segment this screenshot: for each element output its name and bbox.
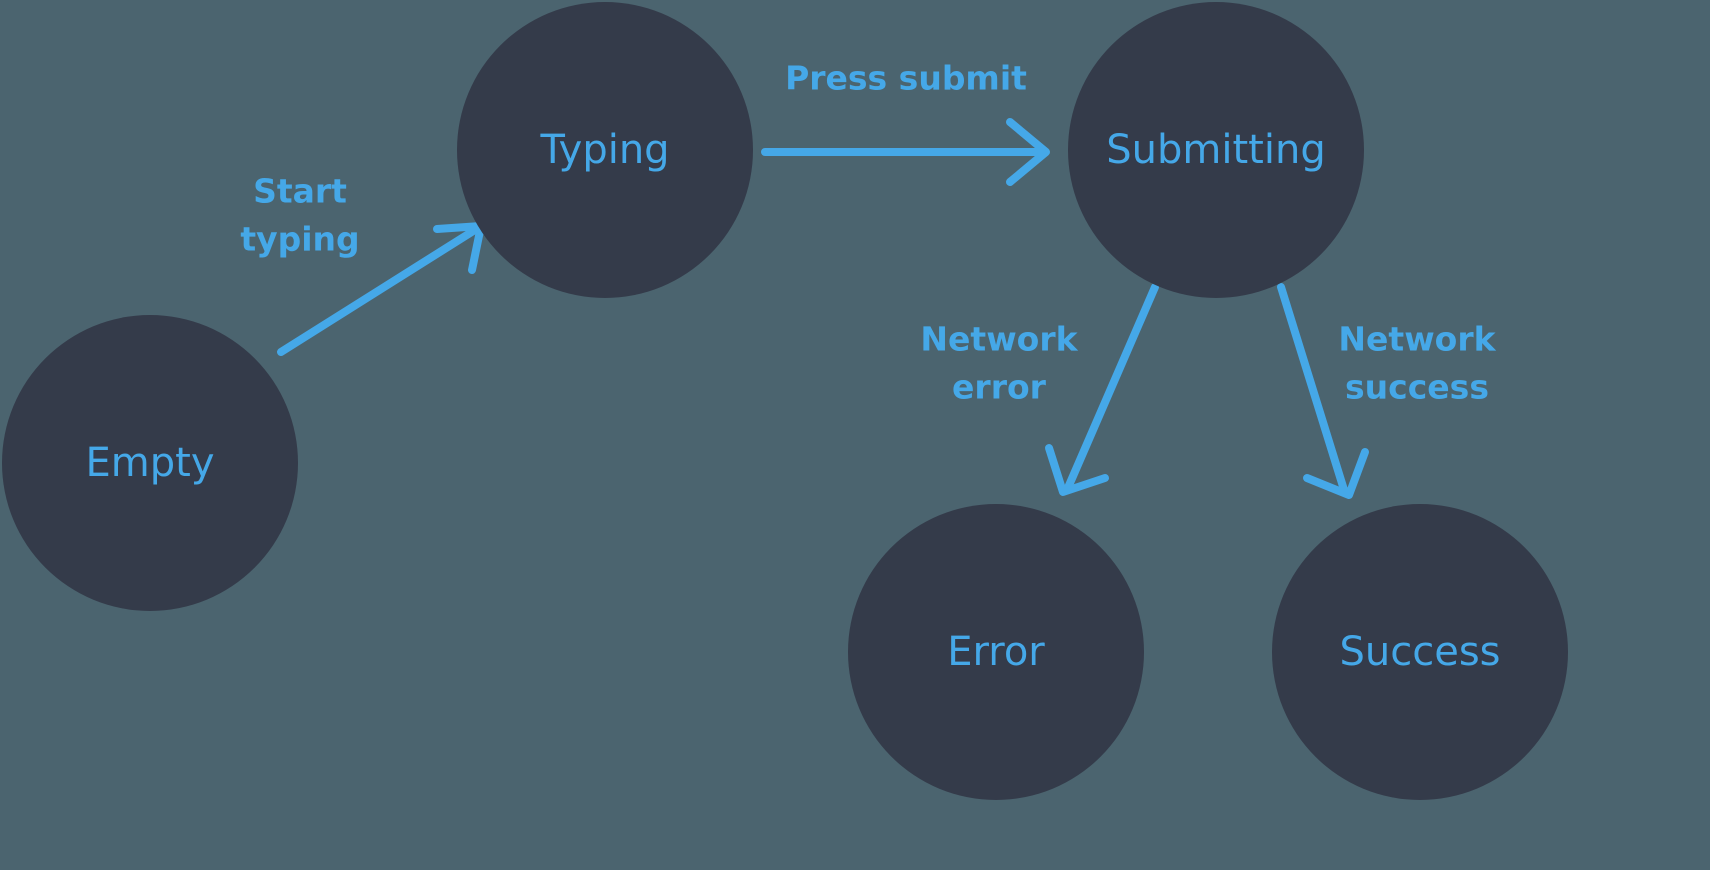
arrowhead-icon-network-success [1303,448,1369,499]
transition-network-success[interactable] [1277,283,1369,499]
state-circle-empty [2,315,298,611]
state-circle-submitting [1068,2,1364,298]
transition-label-network-success: Network success [1338,320,1496,407]
state-circle-error [848,504,1144,800]
state-label-typing: Typing [539,127,669,173]
transition-label-network-error: Network error [920,320,1078,407]
arrowhead-icon-press-submit [1006,118,1050,186]
state-label-error: Error [947,629,1045,675]
state-label-success: Success [1339,629,1500,675]
transition-label-press-submit: Press submit [785,59,1027,98]
state-circle-success [1272,504,1568,800]
state-node-submitting[interactable]: Submitting [1068,2,1364,298]
arrowhead-icon-network-error [1045,444,1109,496]
transition-label-line: Network [920,320,1078,359]
state-node-typing[interactable]: Typing [457,2,753,298]
state-label-submitting: Submitting [1106,127,1325,173]
state-node-success[interactable]: Success [1272,504,1568,800]
transition-label-line: Start [253,172,347,211]
transition-label-line: success [1345,368,1489,407]
transition-label-line: error [952,368,1047,407]
transition-label-start-typing: Start typing [240,172,359,259]
transition-line-start-typing [277,224,482,356]
state-node-error[interactable]: Error [848,504,1144,800]
state-circle-typing [457,2,753,298]
state-node-empty[interactable]: Empty [2,315,298,611]
transition-label-line: typing [240,220,359,259]
transition-press-submit[interactable] [761,118,1050,186]
transition-line-network-error [1063,283,1159,494]
transition-network-error[interactable] [1045,283,1159,496]
state-label-empty: Empty [86,440,215,486]
transition-line-network-success [1277,283,1349,497]
transition-label-line: Press submit [785,59,1027,98]
transition-label-line: Network [1338,320,1496,359]
